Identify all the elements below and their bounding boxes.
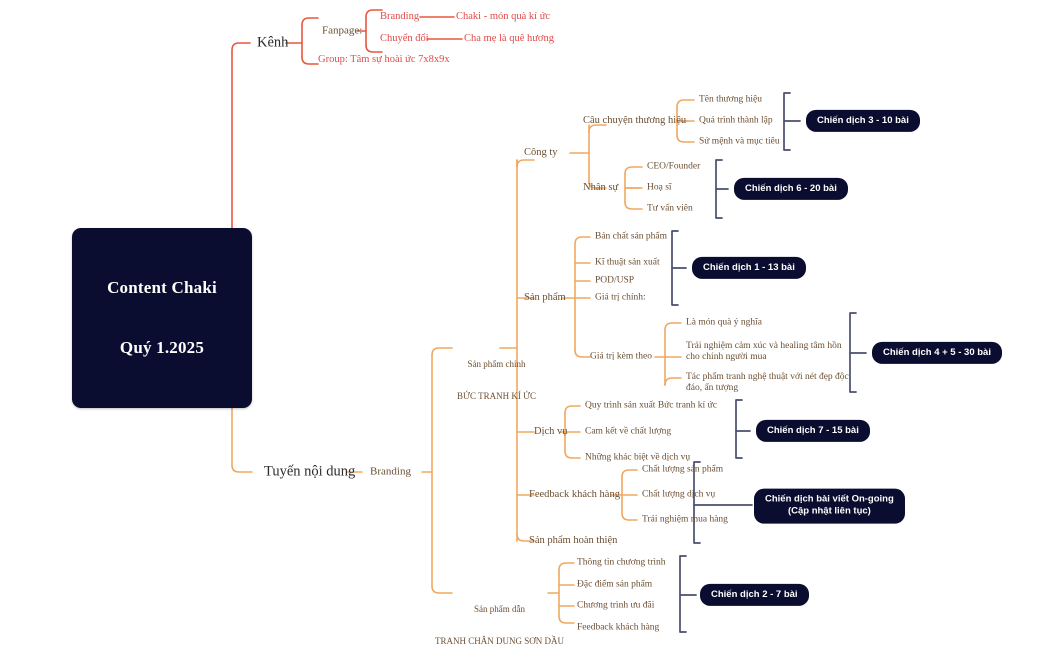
node-quy-trinh-san-xuat[interactable]: Quy trình sản xuất Bức tranh kí ức (585, 400, 717, 411)
node-tuyen-noi-dung[interactable]: Tuyến nội dung (264, 463, 356, 480)
badge-chien-dich-1[interactable]: Chiến dịch 1 - 13 bài (692, 256, 806, 280)
node-la-mon-qua-y-nghia[interactable]: Là món quà ý nghĩa (686, 317, 762, 328)
root-title-line2: Quý 1.2025 (119, 338, 205, 358)
mindmap-canvas: Content Chaki Quý 1.2025 Kênh Fanpage: B… (72, 9, 1002, 646)
node-qua-trinh-thanh-lap[interactable]: Quá trình thành lập (699, 115, 773, 126)
node-chat-luong-dich-vu[interactable]: Chất lượng dịch vụ (642, 489, 716, 500)
node-san-pham-hoan-thien[interactable]: Sản phẩm hoàn thiện (529, 534, 618, 546)
node-cong-ty[interactable]: Công ty (524, 146, 558, 158)
node-gia-tri-chinh[interactable]: Giá trị chính: (595, 292, 646, 303)
node-fanpage[interactable]: Fanpage: (322, 24, 363, 37)
node-gia-tri-kem-theo[interactable]: Giá trị kèm theo (590, 351, 652, 362)
node-feedback-khach-hang-dan[interactable]: Feedback khách hàng (577, 622, 660, 633)
root-node[interactable]: Content Chaki Quý 1.2025 (72, 228, 252, 409)
node-san-pham-chinh[interactable]: Sản phẩm chính BỨC TRANH KÍ ỨC (457, 338, 536, 423)
node-pod-usp[interactable]: POD/USP (595, 275, 635, 286)
badge-chien-dich-4-5[interactable]: Chiến dịch 4 + 5 - 30 bài (872, 341, 1002, 365)
node-chat-luong-san-pham[interactable]: Chất lượng sản phẩm (642, 464, 724, 475)
badge-chien-dich-3[interactable]: Chiến dịch 3 - 10 bài (806, 109, 920, 133)
badge-chien-dich-on-going[interactable]: Chiến dịch bài viết On-going (Cập nhật l… (754, 488, 905, 524)
node-san-pham-dan-line1: Sản phẩm dẫn (474, 604, 525, 615)
node-fanpage-branding[interactable]: Branding (380, 10, 420, 22)
node-ten-thuong-hieu[interactable]: Tên thương hiệu (699, 94, 762, 105)
root-title-line1: Content Chaki (107, 278, 217, 298)
node-san-pham-dan-line2: TRANH CHÂN DUNG SƠN DẦU (435, 636, 565, 647)
node-ceo-founder[interactable]: CEO/Founder (647, 161, 701, 172)
node-nhung-khac-biet-ve-dich-vu[interactable]: Những khác biệt về dịch vụ (585, 452, 691, 463)
bracket-group (671, 92, 867, 633)
mindmap-connectors (231, 9, 867, 633)
badge-chien-dich-2[interactable]: Chiến dịch 2 - 7 bài (700, 583, 809, 607)
node-su-menh-va-muc-tieu[interactable]: Sứ mệnh và mục tiêu (699, 136, 780, 147)
node-trai-nghiem-cam-xuc[interactable]: Trải nghiệm cảm xúc và healing tâm hồn c… (686, 340, 842, 362)
node-nhan-su[interactable]: Nhân sự (583, 181, 619, 193)
node-dac-diem-san-pham[interactable]: Đặc điểm sản phẩm (577, 579, 653, 590)
node-fanpage-chuyen-doi[interactable]: Chuyển đổi (380, 32, 429, 44)
node-tac-pham-tranh-nghe-thuat[interactable]: Tác phẩm tranh nghệ thuật với nét đẹp độ… (686, 371, 849, 393)
badge-chien-dich-6[interactable]: Chiến dịch 6 - 20 bài (734, 177, 848, 201)
node-ban-chat-san-pham[interactable]: Bản chất sản phẩm (595, 231, 668, 242)
node-tu-van-vien[interactable]: Tư vấn viên (647, 203, 693, 214)
node-hoa-si[interactable]: Hoạ sĩ (647, 182, 672, 193)
node-san-pham-chinh-line1: Sản phẩm chính (467, 359, 526, 370)
node-thong-tin-chuong-trinh[interactable]: Thông tin chương trình (577, 557, 666, 568)
connector-group-tuyen-noi-dung (231, 99, 695, 624)
node-cau-chuyen-thuong-hieu[interactable]: Câu chuyện thương hiệu (583, 114, 687, 126)
node-feedback-khach-hang[interactable]: Feedback khách hàng (529, 488, 620, 500)
node-kenh[interactable]: Kênh (257, 34, 289, 51)
node-fanpage-branding-detail[interactable]: Chaki - món quà kí ức (456, 10, 551, 22)
badge-chien-dich-7[interactable]: Chiến dịch 7 - 15 bài (756, 419, 870, 443)
node-san-pham-chinh-line2: BỨC TRANH KÍ ỨC (457, 391, 537, 402)
node-dich-vu[interactable]: Dịch vụ (534, 425, 568, 437)
node-san-pham[interactable]: Sản phẩm (524, 291, 566, 303)
node-fanpage-chuyen-doi-detail[interactable]: Cha mẹ là quê hương (464, 32, 554, 44)
node-cam-ket-ve-chat-luong[interactable]: Cam kết về chất lượng (585, 426, 672, 437)
node-ki-thuat-san-xuat[interactable]: Kĩ thuật sản xuất (595, 257, 660, 268)
node-san-pham-dan[interactable]: Sản phẩm dẫn TRANH CHÂN DUNG SƠN DẦU (435, 583, 564, 668)
connector-group-kenh (231, 9, 463, 259)
node-chuong-trinh-uu-dai[interactable]: Chương trình ưu đãi (577, 600, 655, 611)
node-group[interactable]: Group: Tâm sự hoài ức 7x8x9x (318, 53, 450, 65)
node-trai-nghiem-mua-hang[interactable]: Trải nghiệm mua hàng (642, 514, 728, 525)
node-branding[interactable]: Branding (370, 465, 411, 478)
